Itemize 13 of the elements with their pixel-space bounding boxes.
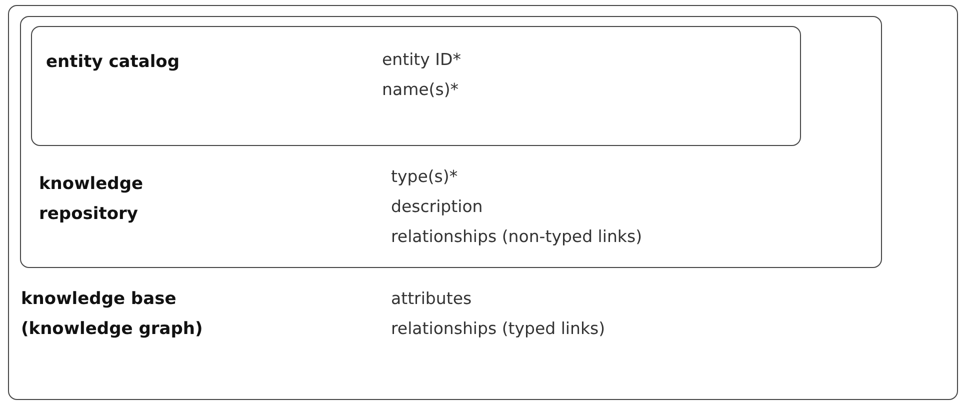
field-name: attributes (391, 288, 473, 310)
nested-box (31, 26, 801, 146)
field-name: relationships (non-typed links) (391, 226, 642, 248)
field-name: relationships (typed links) (391, 318, 606, 340)
nested-box (8, 5, 958, 400)
field-name: description (391, 196, 484, 218)
field-name: type(s)* (391, 166, 459, 188)
box-heading: entity catalog (46, 51, 181, 74)
box-heading: knowledge base (knowledge graph) (21, 288, 204, 341)
nested-box (20, 16, 882, 268)
field-name: entity ID* (382, 49, 461, 71)
box-heading: knowledge repository (39, 173, 144, 226)
field-name: name(s)* (382, 79, 460, 101)
